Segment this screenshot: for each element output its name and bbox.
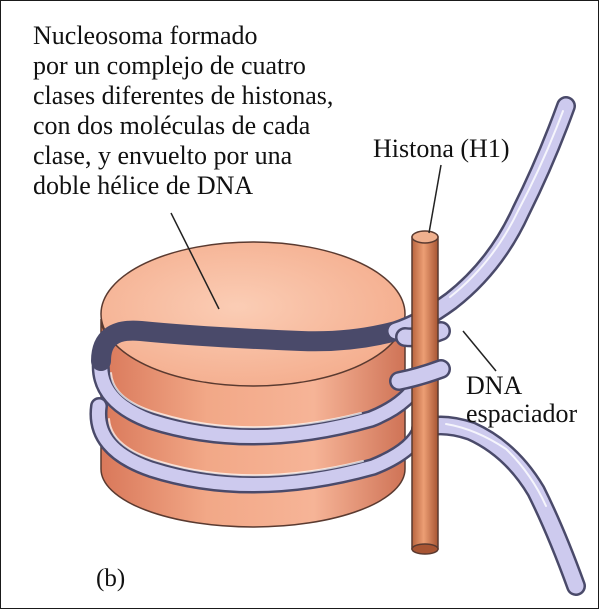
- spacer-dna-label-line1: DNA: [466, 372, 577, 400]
- description-line-5: clase, y envuelto por una: [33, 141, 333, 171]
- histone-h1-rod: [412, 231, 438, 554]
- description-line-6: doble hélice de DNA: [33, 171, 333, 201]
- leader-h1: [429, 165, 441, 233]
- dna-front-of-rod: [399, 369, 441, 381]
- panel-label: (b): [96, 564, 125, 594]
- spacer-dna-label-line2: espaciador: [466, 400, 577, 428]
- description-line-1: Nucleosoma formado: [33, 21, 333, 51]
- description-line-4: con dos moléculas de cada: [33, 111, 333, 141]
- dna-strand-spacer: [421, 424, 576, 586]
- histone-core-top: [101, 242, 405, 386]
- histone-h1-label: Histona (H1): [373, 134, 509, 164]
- description-line-3: clases diferentes de histonas,: [33, 81, 333, 111]
- nucleosome-description: Nucleosoma formado por un complejo de cu…: [33, 21, 333, 201]
- description-line-2: por un complejo de cuatro: [33, 51, 333, 81]
- leader-spacer: [463, 331, 496, 371]
- spacer-dna-label: DNA espaciador: [466, 372, 577, 428]
